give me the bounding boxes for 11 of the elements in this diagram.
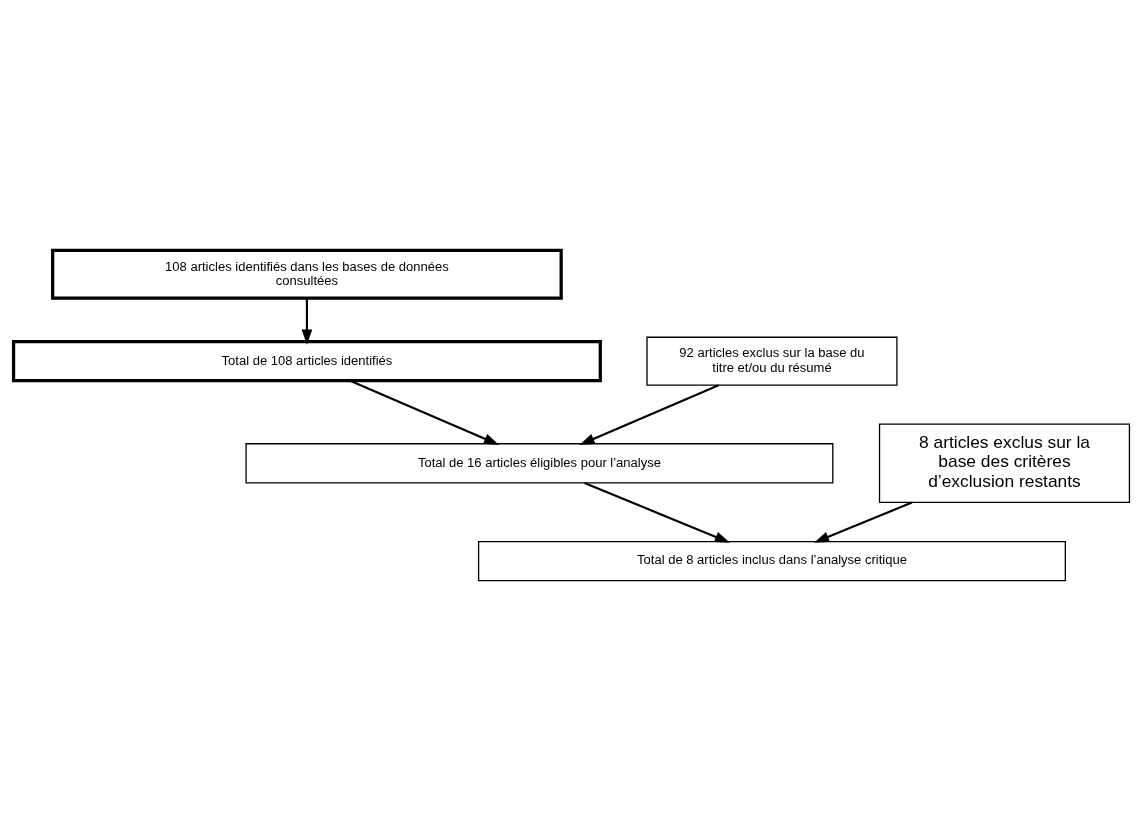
arrow [813, 501, 913, 543]
node-box: 108 articles identifiés dans les bases de données consultées [51, 248, 563, 300]
arrow [584, 481, 730, 543]
node-box: Total de 8 articles inclus dans l’analyse critique [477, 540, 1066, 582]
node-box: 92 articles exclus sur la base du titre et/ou du résumé [646, 336, 898, 386]
arrow [349, 379, 500, 445]
arrow [579, 384, 720, 446]
node-box: 8 articles exclus sur la base des critères d’exclusion restants [878, 423, 1131, 504]
arrow [301, 298, 313, 345]
node-box: Total de 108 articles identifiés [11, 340, 602, 383]
node-box: Total de 16 articles éligibles pour l’analyse [245, 443, 834, 484]
